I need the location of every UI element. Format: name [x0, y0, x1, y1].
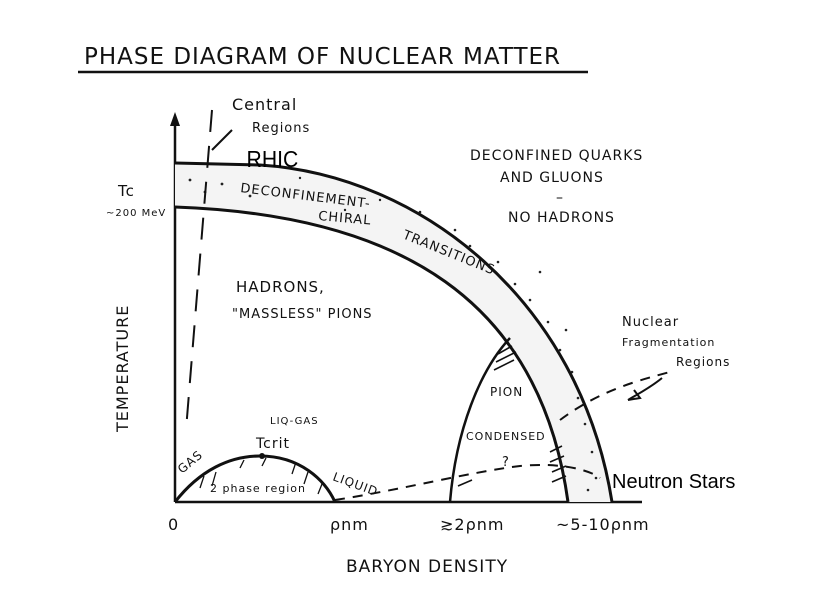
pion-hatching: [457, 345, 567, 487]
y-axis-title: TEMPERATURE: [113, 305, 132, 433]
liq-gas-label: LIQ-GAS: [270, 416, 319, 427]
y-axis-arrowhead: [170, 112, 180, 126]
deconfined-label-line3: NO HADRONS: [508, 210, 615, 226]
pion-condensed-boundary: [448, 337, 511, 503]
x-tick-rho-nm: ρnm: [330, 515, 369, 534]
t-crit-label: Tcrit: [255, 436, 290, 452]
x-tick-2rho: ≳2ρnm: [440, 515, 504, 534]
rhic-label: RHIC: [247, 146, 299, 172]
transition-label-2: CHIRAL: [318, 209, 372, 229]
nuclear-frag-label-1: Nuclear: [622, 315, 679, 330]
band-upper-edge: [174, 161, 614, 503]
neutron-stars-label: Neutron Stars: [612, 471, 735, 493]
x-tick-5-10rho: ~5-10ρnm: [556, 515, 650, 534]
fragmentation-trajectory: [559, 371, 671, 421]
nuclear-frag-label-3: Regions: [676, 355, 730, 369]
central-regions-arrow: [211, 129, 233, 151]
deconfined-label-line1: DECONFINED QUARKS: [470, 148, 643, 164]
pion-label: PION: [490, 385, 523, 399]
tc-value-label: ~200 MeV: [106, 208, 166, 219]
dome-hatching: [199, 457, 323, 495]
central-regions-label-line2: Regions: [252, 121, 310, 136]
hadrons-label-line1: HADRONS,: [236, 278, 325, 296]
band-lower-edge: [174, 205, 570, 503]
question-mark: ?: [502, 455, 510, 470]
nuclear-frag-label-2: Fragmentation: [622, 336, 715, 349]
deconfined-label-line2: AND GLUONS: [500, 170, 604, 186]
deconfined-label-dash: –: [556, 190, 564, 206]
central-regions-line: [185, 109, 213, 431]
band-stipple: [188, 176, 598, 492]
hadrons-label-line2: "MASSLESS" PIONS: [232, 307, 373, 322]
two-phase-label: 2 phase region: [210, 482, 306, 495]
central-regions-label-line1: Central: [232, 95, 297, 114]
transition-band: [175, 163, 612, 502]
x-axis-title: BARYON DENSITY: [346, 557, 508, 577]
fragmentation-arrow-head: [627, 389, 642, 401]
critical-point: [259, 453, 265, 459]
tc-label: Tc: [117, 182, 135, 200]
condensed-label: CONDENSED: [466, 430, 546, 443]
x-tick-zero: 0: [168, 515, 179, 534]
diagram-title: PHASE DIAGRAM OF NUCLEAR MATTER: [84, 44, 561, 70]
